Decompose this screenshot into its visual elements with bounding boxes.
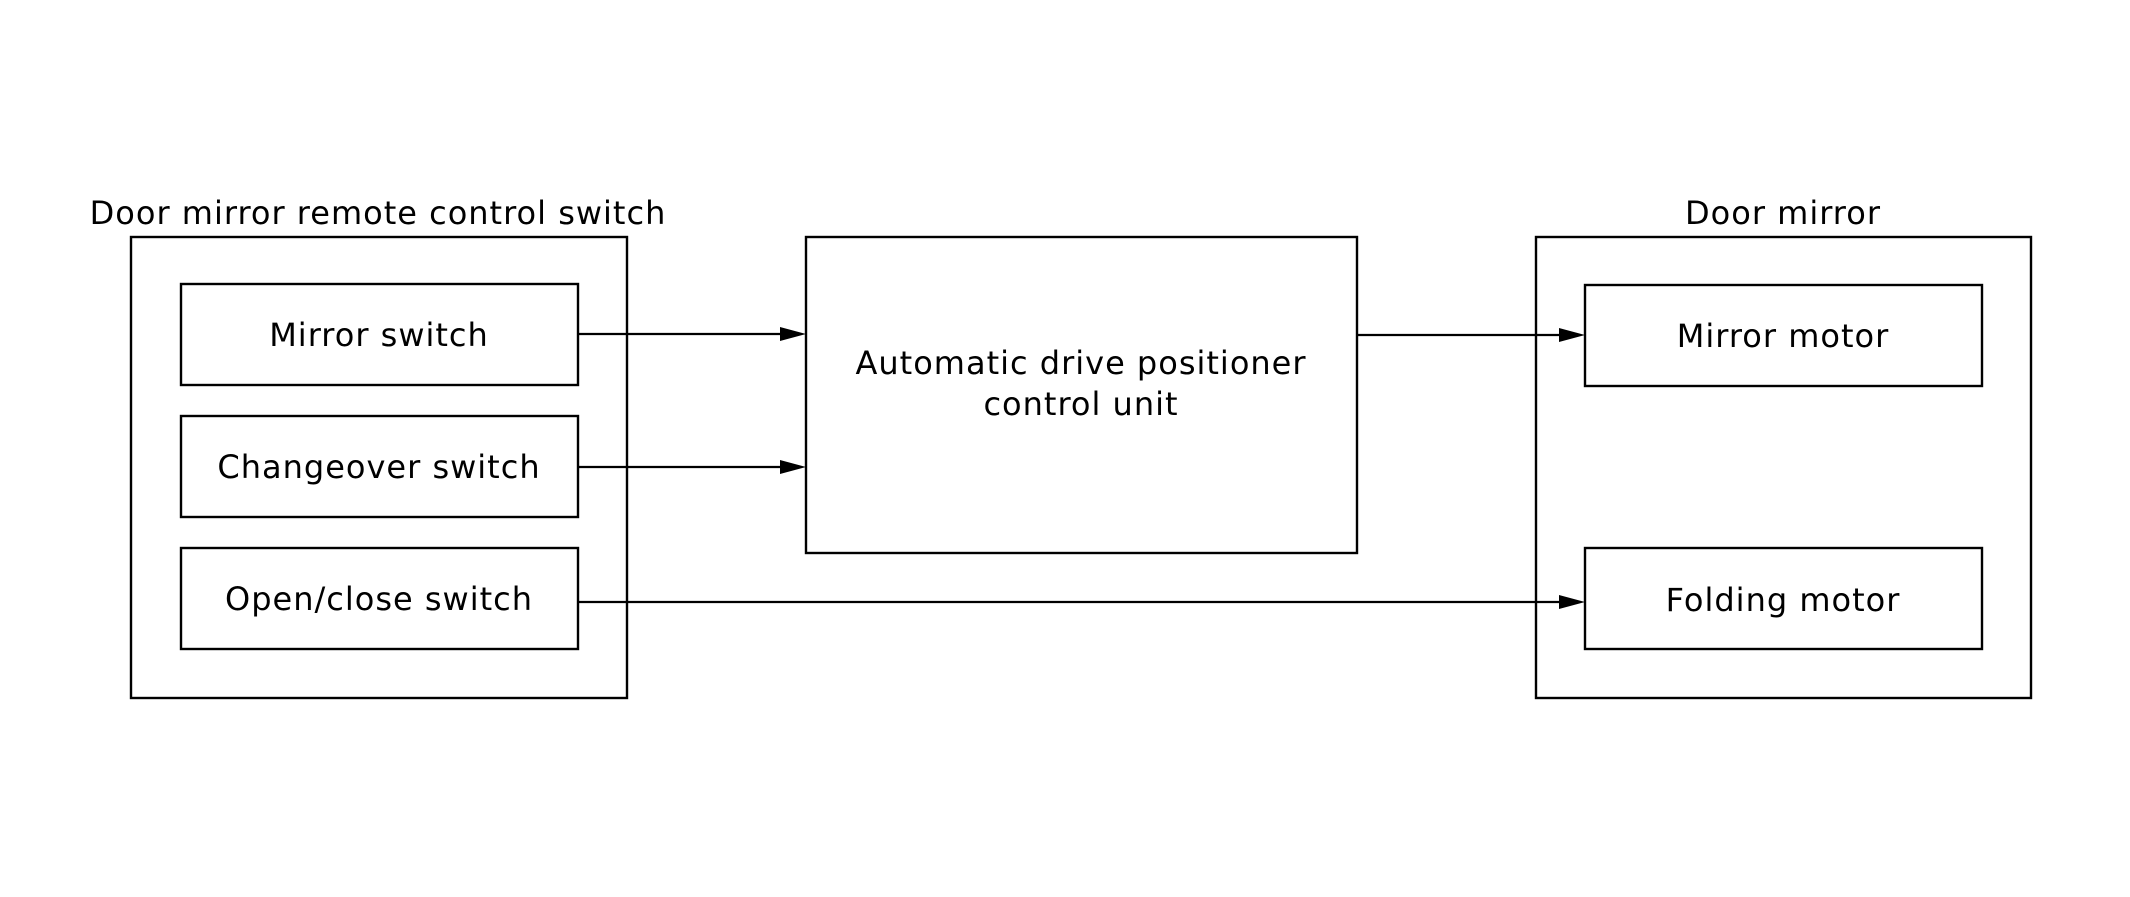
mirror-switch-label: Mirror switch (269, 316, 489, 354)
changeover-switch-box (179, 414, 580, 519)
mirror-motor-box (1583, 283, 1984, 388)
door-mirror-group-title: Door mirror (1685, 194, 1881, 232)
control-unit-label-line2: control unit (983, 385, 1178, 423)
control-unit-box (804, 235, 1359, 555)
arrow-mirror-switch-to-control-unit (578, 327, 806, 341)
remote-switch-group-title: Door mirror remote control switch (90, 194, 667, 232)
mirror-motor-label: Mirror motor (1677, 317, 1889, 355)
changeover-switch-label: Changeover switch (217, 448, 540, 486)
open-close-switch-label: Open/close switch (225, 580, 533, 618)
open-close-switch-box (179, 546, 580, 651)
folding-motor-label: Folding motor (1666, 581, 1901, 619)
control-unit-label-line1: Automatic drive positioner (855, 344, 1306, 382)
folding-motor-box (1583, 546, 1984, 651)
mirror-switch-box (179, 282, 580, 387)
arrow-open-close-switch-to-folding-motor (578, 595, 1585, 609)
arrow-control-unit-to-mirror-motor (1357, 328, 1585, 342)
arrow-changeover-switch-to-control-unit (578, 460, 806, 474)
